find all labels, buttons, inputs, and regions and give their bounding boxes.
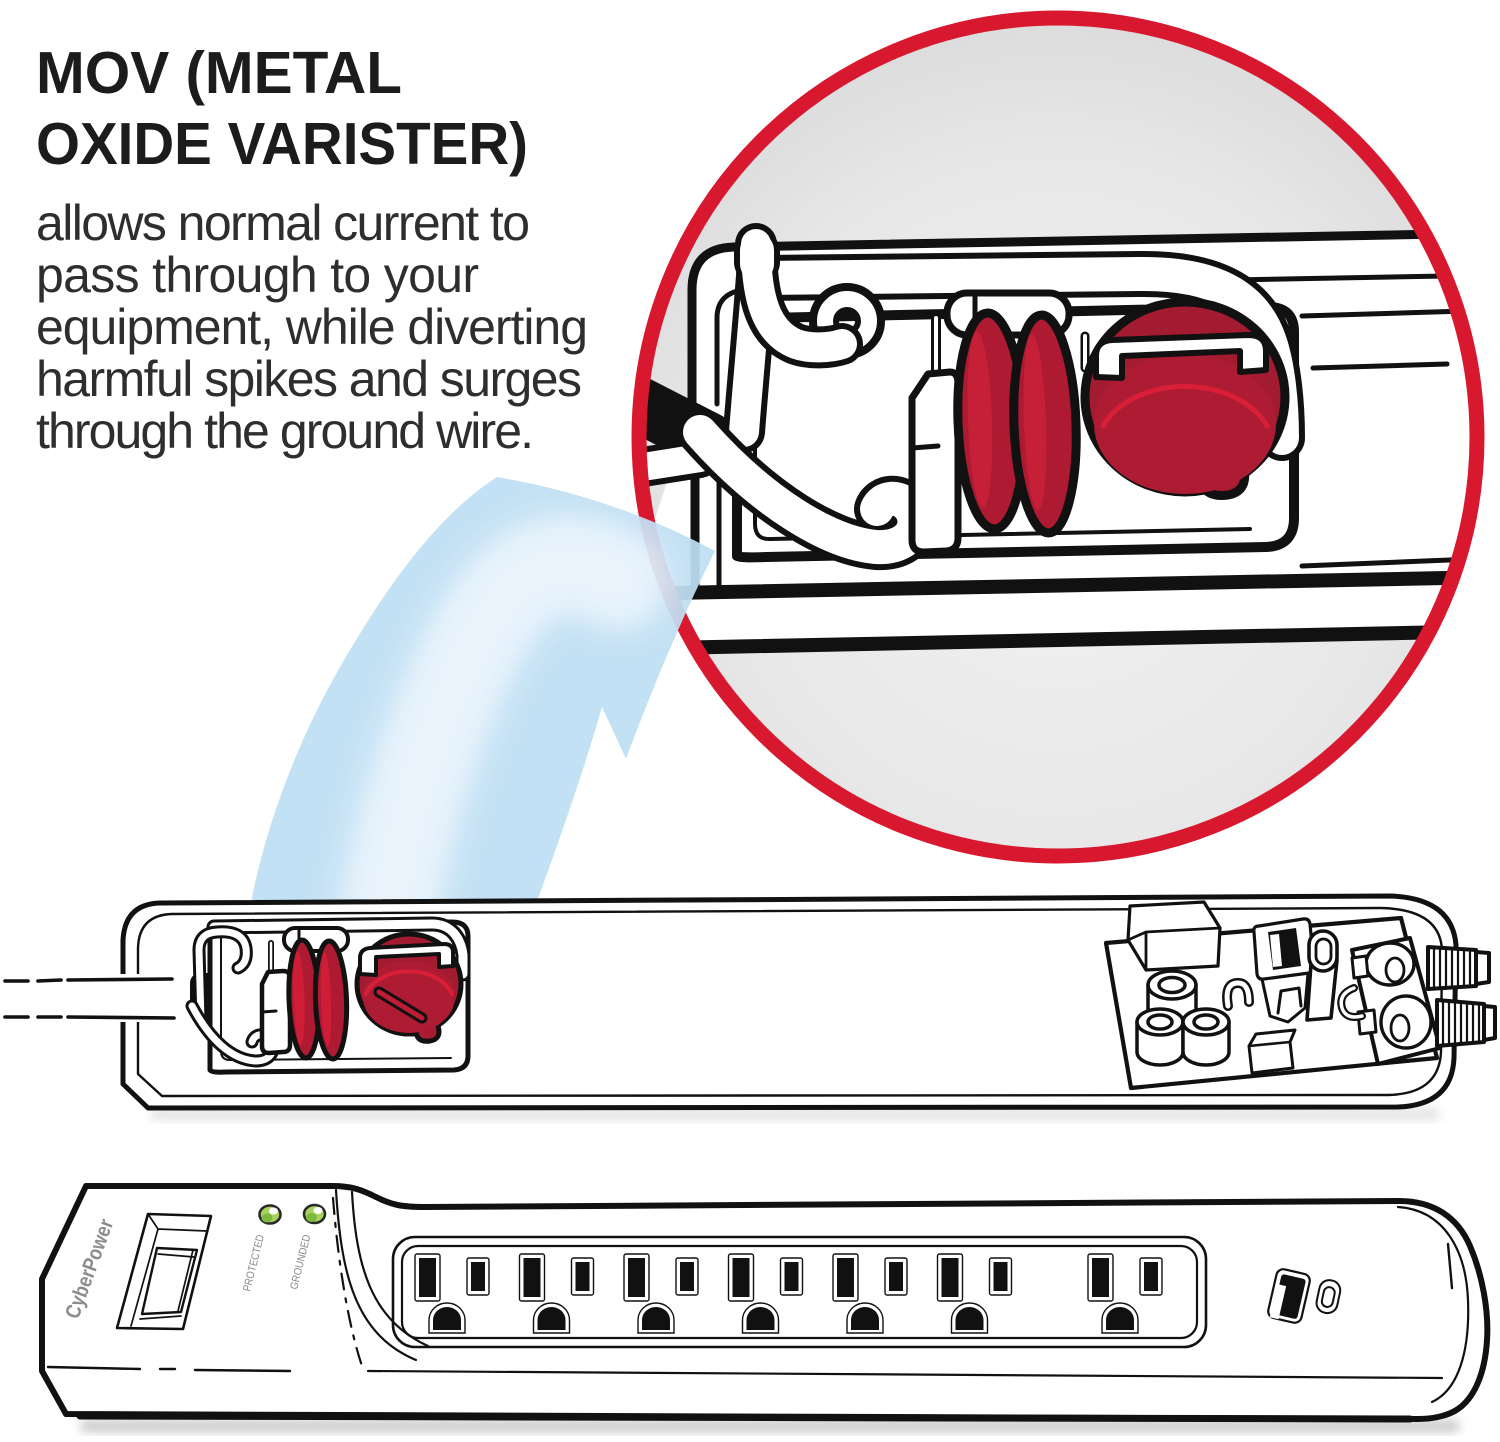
svg-text:pass through to your: pass through to your: [36, 247, 479, 303]
svg-text:OXIDE VARISTER): OXIDE VARISTER): [36, 111, 528, 177]
svg-text:equipment, while diverting: equipment, while diverting: [36, 299, 588, 355]
svg-text:allows normal current to: allows normal current to: [36, 195, 530, 251]
svg-text:through the ground wire.: through the ground wire.: [36, 403, 534, 459]
svg-text:MOV (METAL: MOV (METAL: [36, 40, 402, 106]
svg-text:harmful spikes and surges: harmful spikes and surges: [36, 351, 582, 407]
